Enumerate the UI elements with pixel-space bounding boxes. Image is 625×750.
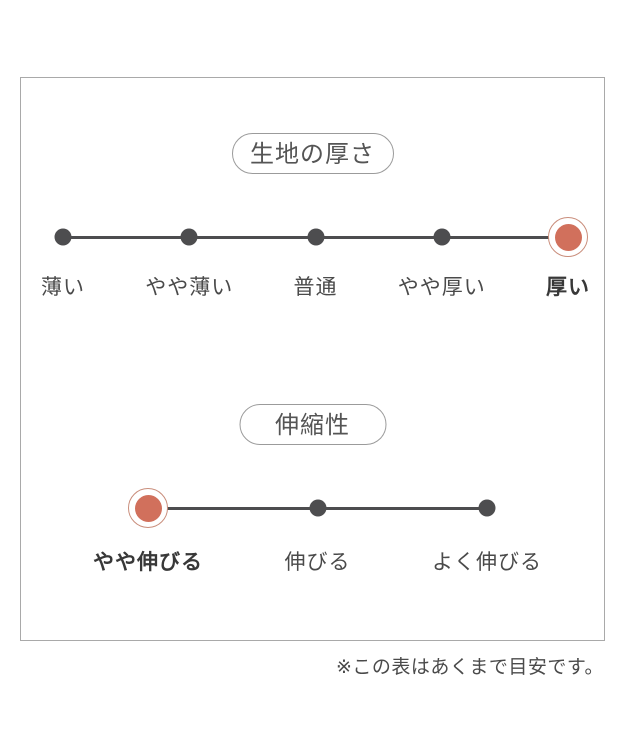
scale-dot-selected-fill	[554, 223, 582, 251]
scale-option-label: やや伸びる	[93, 551, 203, 574]
scale-dot	[307, 228, 324, 246]
stretch-scale-labels: やや伸びる 伸びる よく伸びる	[93, 546, 541, 574]
scale-title-stretch: 伸縮性	[239, 404, 386, 445]
scale-option-label: 伸びる	[284, 551, 351, 574]
scale-option-label: よく伸びる	[432, 551, 542, 574]
scale-option-label: やや薄い	[145, 276, 234, 299]
scale-dot	[478, 499, 496, 517]
disclaimer-note: ※この表はあくまで目安です。	[335, 657, 604, 678]
scale-dot-selected	[128, 488, 168, 528]
scale-option-label: 普通	[293, 276, 338, 299]
scale-dot	[433, 228, 451, 246]
scale-dot	[309, 499, 326, 517]
scale-title-fabric-thickness: 生地の厚さ	[231, 133, 394, 174]
scale-dot	[180, 228, 198, 246]
scale-dot-selected-fill	[134, 494, 162, 522]
scale-option-label: やや厚い	[397, 276, 486, 299]
scale-dot-selected	[548, 217, 588, 257]
scale-dot	[54, 228, 72, 246]
scale-option-label: 薄い	[41, 276, 85, 299]
thickness-scale-labels: 薄い やや薄い 普通 やや厚い 厚い	[41, 271, 589, 299]
scale-option-label: 厚い	[546, 276, 590, 299]
